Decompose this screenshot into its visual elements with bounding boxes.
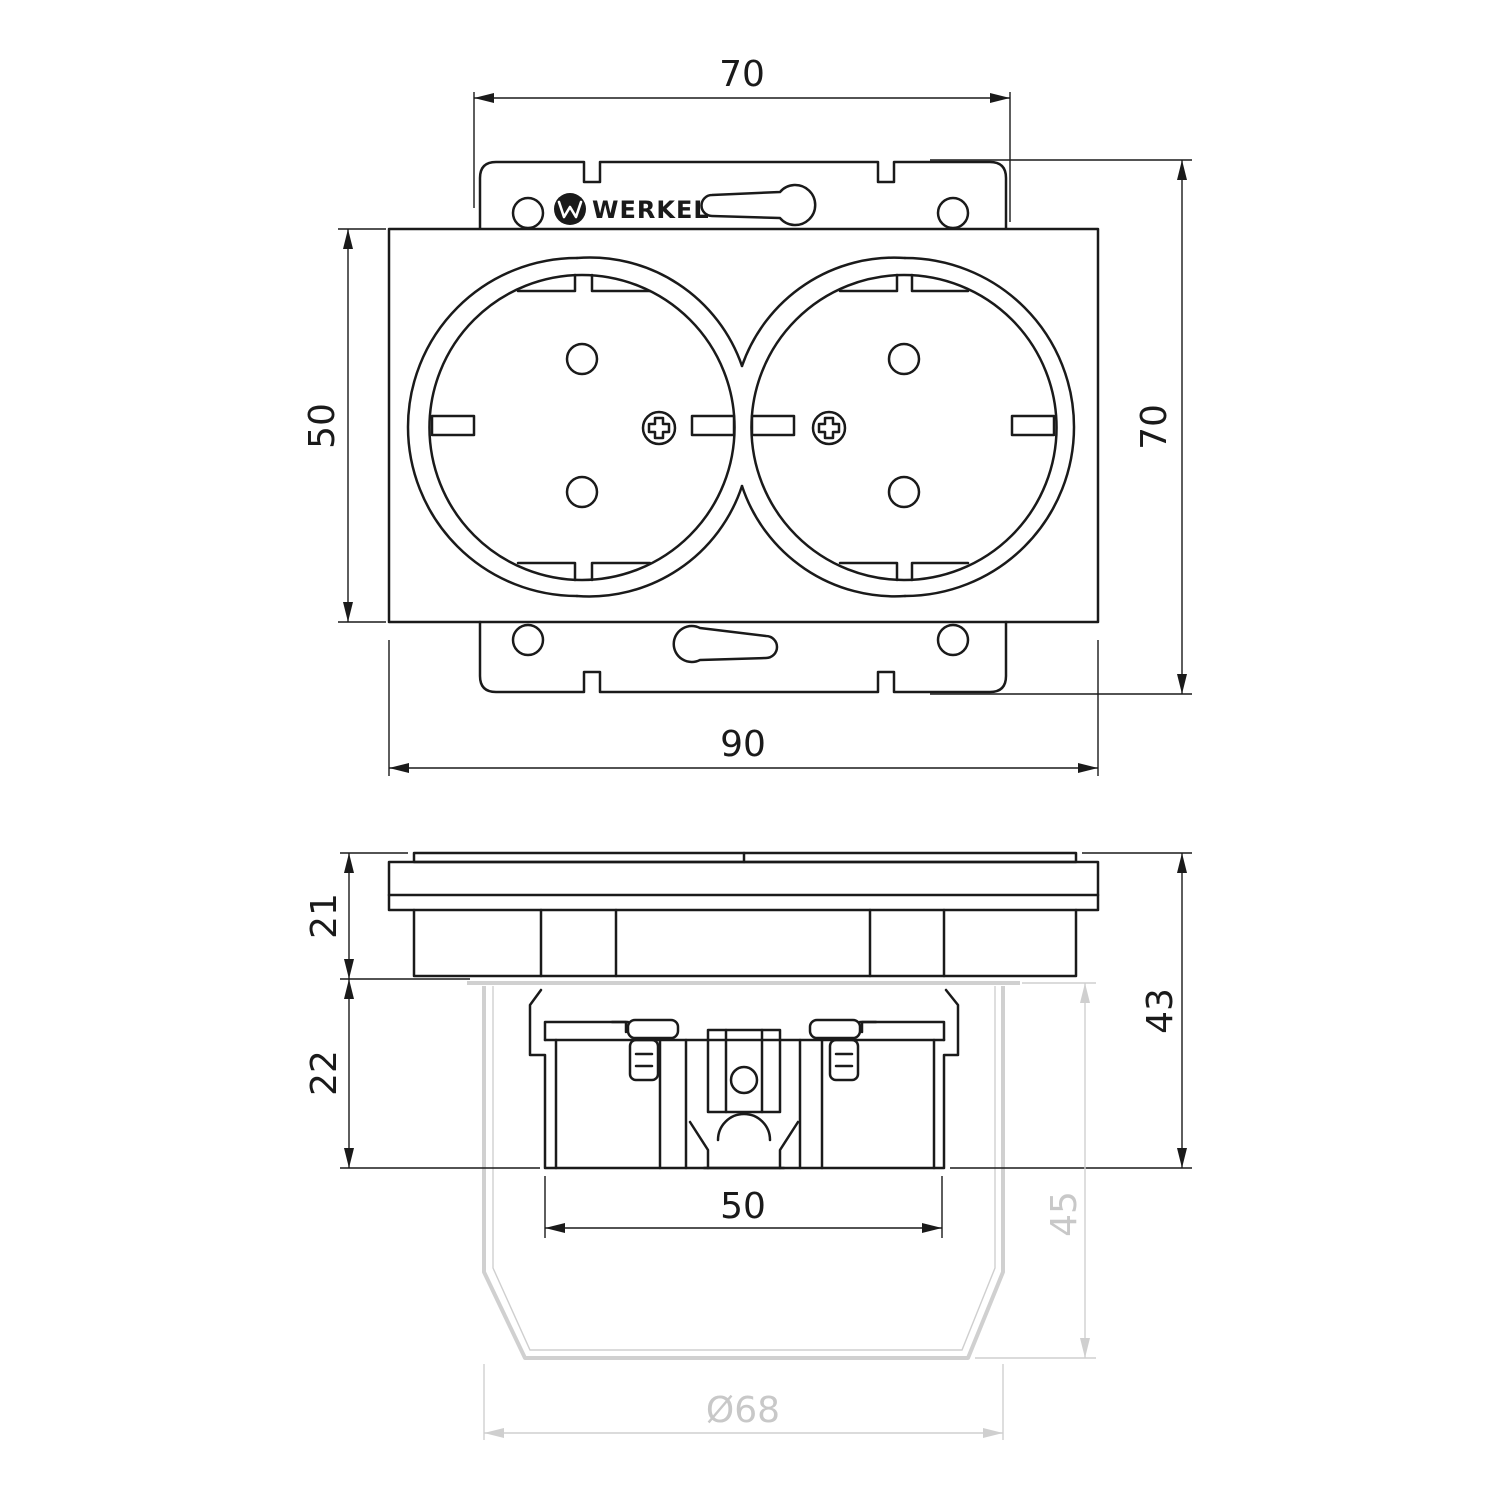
dim-label: 43 xyxy=(1140,988,1181,1034)
support-body xyxy=(412,908,1078,978)
dim-label: 45 xyxy=(1044,1191,1085,1237)
mounting-box xyxy=(467,981,1020,1440)
screw-icon xyxy=(729,1065,759,1095)
dim-label: 70 xyxy=(719,54,765,95)
dim-label: 90 xyxy=(720,724,766,765)
front-view: WERKEL xyxy=(302,54,1192,776)
pin-hole-bottom xyxy=(887,475,921,509)
earth-clamp xyxy=(688,1028,800,1170)
plate-slot-bottom xyxy=(672,624,779,664)
dim-frame-width: 90 xyxy=(388,640,1099,776)
plate-hole-bottom-right xyxy=(936,623,970,657)
frame-profile xyxy=(387,851,1100,912)
earth-contact-right xyxy=(690,414,736,437)
mounting-plate xyxy=(478,160,1008,694)
terminal-left xyxy=(610,1018,680,1082)
plate-slot-top xyxy=(700,183,817,227)
frame xyxy=(387,227,1100,624)
werkel-logo: WERKEL xyxy=(554,193,710,225)
pin-hole-bottom xyxy=(565,475,599,509)
plate-hole-bottom-left xyxy=(511,623,545,657)
dim-box-depth: 45 xyxy=(975,982,1096,1359)
dim-label: 50 xyxy=(302,403,343,449)
pin-hole-top xyxy=(565,342,599,376)
dim-total-depth: 43 xyxy=(950,852,1192,1169)
dim-frame-height: 50 xyxy=(302,228,386,623)
dim-label: 50 xyxy=(720,1186,766,1227)
socket-left xyxy=(406,256,744,598)
dim-body-width: 50 xyxy=(544,1176,943,1238)
earth-contact-left xyxy=(750,414,796,437)
dim-back-depth: 22 xyxy=(304,979,540,1169)
dim-front-depth: 21 xyxy=(304,852,470,980)
dim-mount-height: 70 xyxy=(930,159,1192,695)
dim-top-width: 70 xyxy=(473,54,1011,222)
screw-icon xyxy=(641,410,677,446)
dim-label: 70 xyxy=(1134,404,1175,450)
socket-mechanism xyxy=(528,988,960,1170)
screw-icon xyxy=(811,410,847,446)
dim-box-diameter: Ø68 xyxy=(484,1390,1003,1438)
dim-label: 22 xyxy=(304,1050,345,1096)
dim-label: Ø68 xyxy=(706,1390,780,1431)
plate-hole-top-right xyxy=(936,196,970,230)
dim-label: 21 xyxy=(304,893,345,939)
terminal-right xyxy=(808,1018,878,1082)
earth-contact-left xyxy=(430,414,476,437)
pin-hole-top xyxy=(887,342,921,376)
plate-hole-top-left xyxy=(511,196,545,230)
earth-contact-right xyxy=(1010,414,1056,437)
socket-right xyxy=(740,256,1076,598)
side-view: 21 22 43 50 45 xyxy=(304,851,1192,1440)
brand-name: WERKEL xyxy=(592,196,710,224)
